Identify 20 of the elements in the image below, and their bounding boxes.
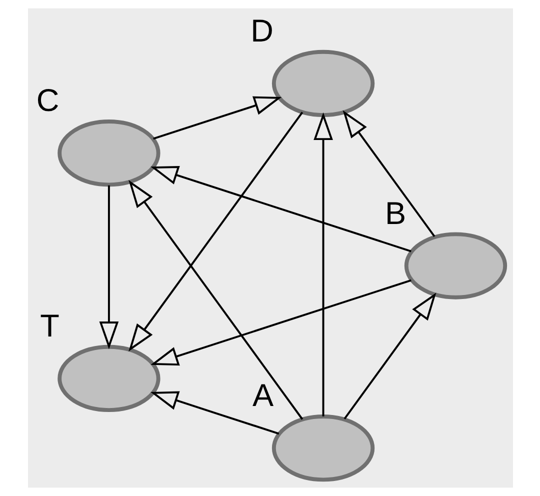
arrow bbox=[313, 112, 332, 416]
arrow bbox=[128, 180, 303, 420]
arrow bbox=[150, 279, 411, 366]
arrow bbox=[128, 112, 303, 352]
node-ellipse bbox=[57, 120, 160, 187]
arrow bbox=[343, 292, 436, 420]
node-ellipse bbox=[271, 414, 374, 482]
node-label: D bbox=[250, 12, 273, 49]
arrow bbox=[342, 110, 435, 238]
node-label: B bbox=[384, 194, 406, 231]
node-label: C bbox=[36, 82, 59, 118]
arrow bbox=[150, 391, 279, 435]
arrow bbox=[150, 166, 411, 252]
node-label: T bbox=[40, 308, 59, 344]
node-label: A bbox=[252, 377, 274, 414]
arrow bbox=[152, 96, 282, 140]
arrow bbox=[98, 185, 118, 350]
node-ellipse bbox=[271, 50, 374, 118]
node-ellipse bbox=[404, 232, 507, 300]
node-ellipse bbox=[57, 344, 160, 412]
